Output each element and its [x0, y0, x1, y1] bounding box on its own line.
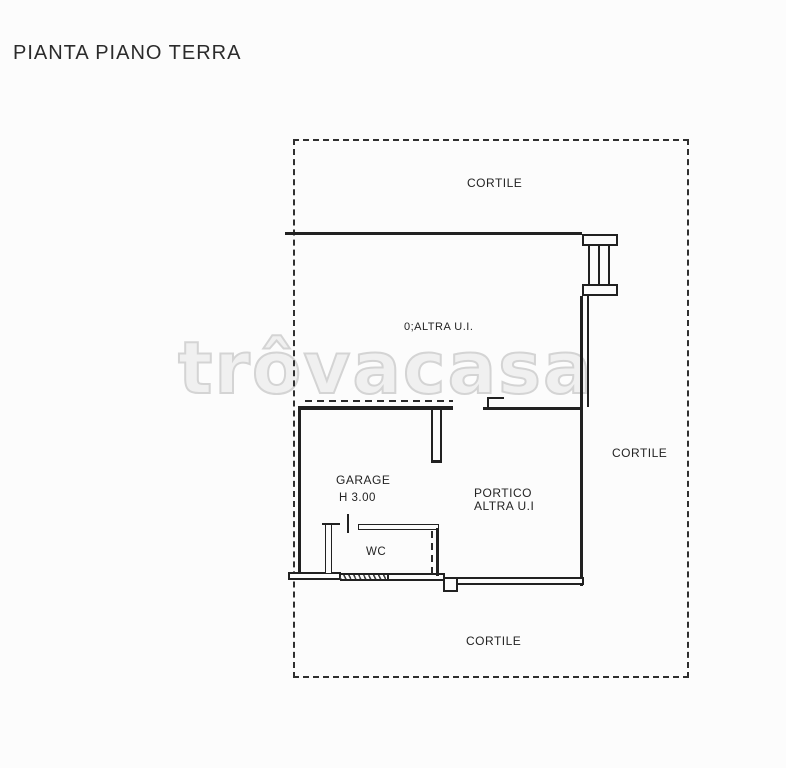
label-portico-line1: PORTICO: [474, 486, 532, 500]
divider-step-vertical: [487, 397, 489, 408]
pier-bottom-cap: [431, 460, 442, 463]
courtyard-boundary: [293, 139, 689, 678]
pillar-column-3: [608, 246, 610, 285]
pillar-top-flange: [582, 234, 618, 246]
wc-right-dashed-line: [431, 531, 433, 575]
wc-door-jamb: [347, 514, 349, 533]
wall-right-upper-outer: [587, 296, 589, 407]
label-cortile-right: CORTILE: [612, 446, 668, 460]
wall-garage-left: [298, 408, 301, 574]
label-portico-line2: ALTRA U.I: [474, 499, 535, 513]
wall-right-lower: [580, 410, 583, 586]
divider-step-horizontal: [487, 397, 504, 399]
wc-left-wall: [325, 524, 332, 574]
pillar-column-1: [588, 246, 590, 285]
label-wc: WC: [366, 546, 387, 558]
label-cortile-bottom: CORTILE: [466, 634, 522, 648]
trovacasa-watermark: trôvacasa: [177, 326, 594, 410]
wall-top: [285, 232, 582, 235]
divider-dashed-line: [305, 400, 453, 402]
pillar-column-2: [598, 246, 600, 285]
wc-right-wall: [436, 528, 439, 576]
pillar-bottom-flange: [582, 284, 618, 296]
label-garage: GARAGE: [336, 473, 391, 487]
divider-wall-left: [298, 406, 453, 410]
label-cortile-top: CORTILE: [467, 176, 523, 190]
wall-bottom-right: [456, 577, 584, 585]
wall-right-upper-inner: [580, 296, 583, 409]
page-title: PIANTA PIANO TERRA: [13, 42, 242, 64]
pier-left-line: [431, 409, 433, 462]
wc-top-wall: [358, 524, 439, 530]
pier-right-line: [440, 409, 442, 462]
divider-wall-right: [483, 407, 583, 410]
label-upper-unit: 0;ALTRA U.I.: [404, 321, 474, 333]
garage-door-threshold: [340, 573, 388, 581]
wall-bottom-left: [288, 572, 341, 580]
label-garage-height: H 3.00: [339, 492, 376, 504]
